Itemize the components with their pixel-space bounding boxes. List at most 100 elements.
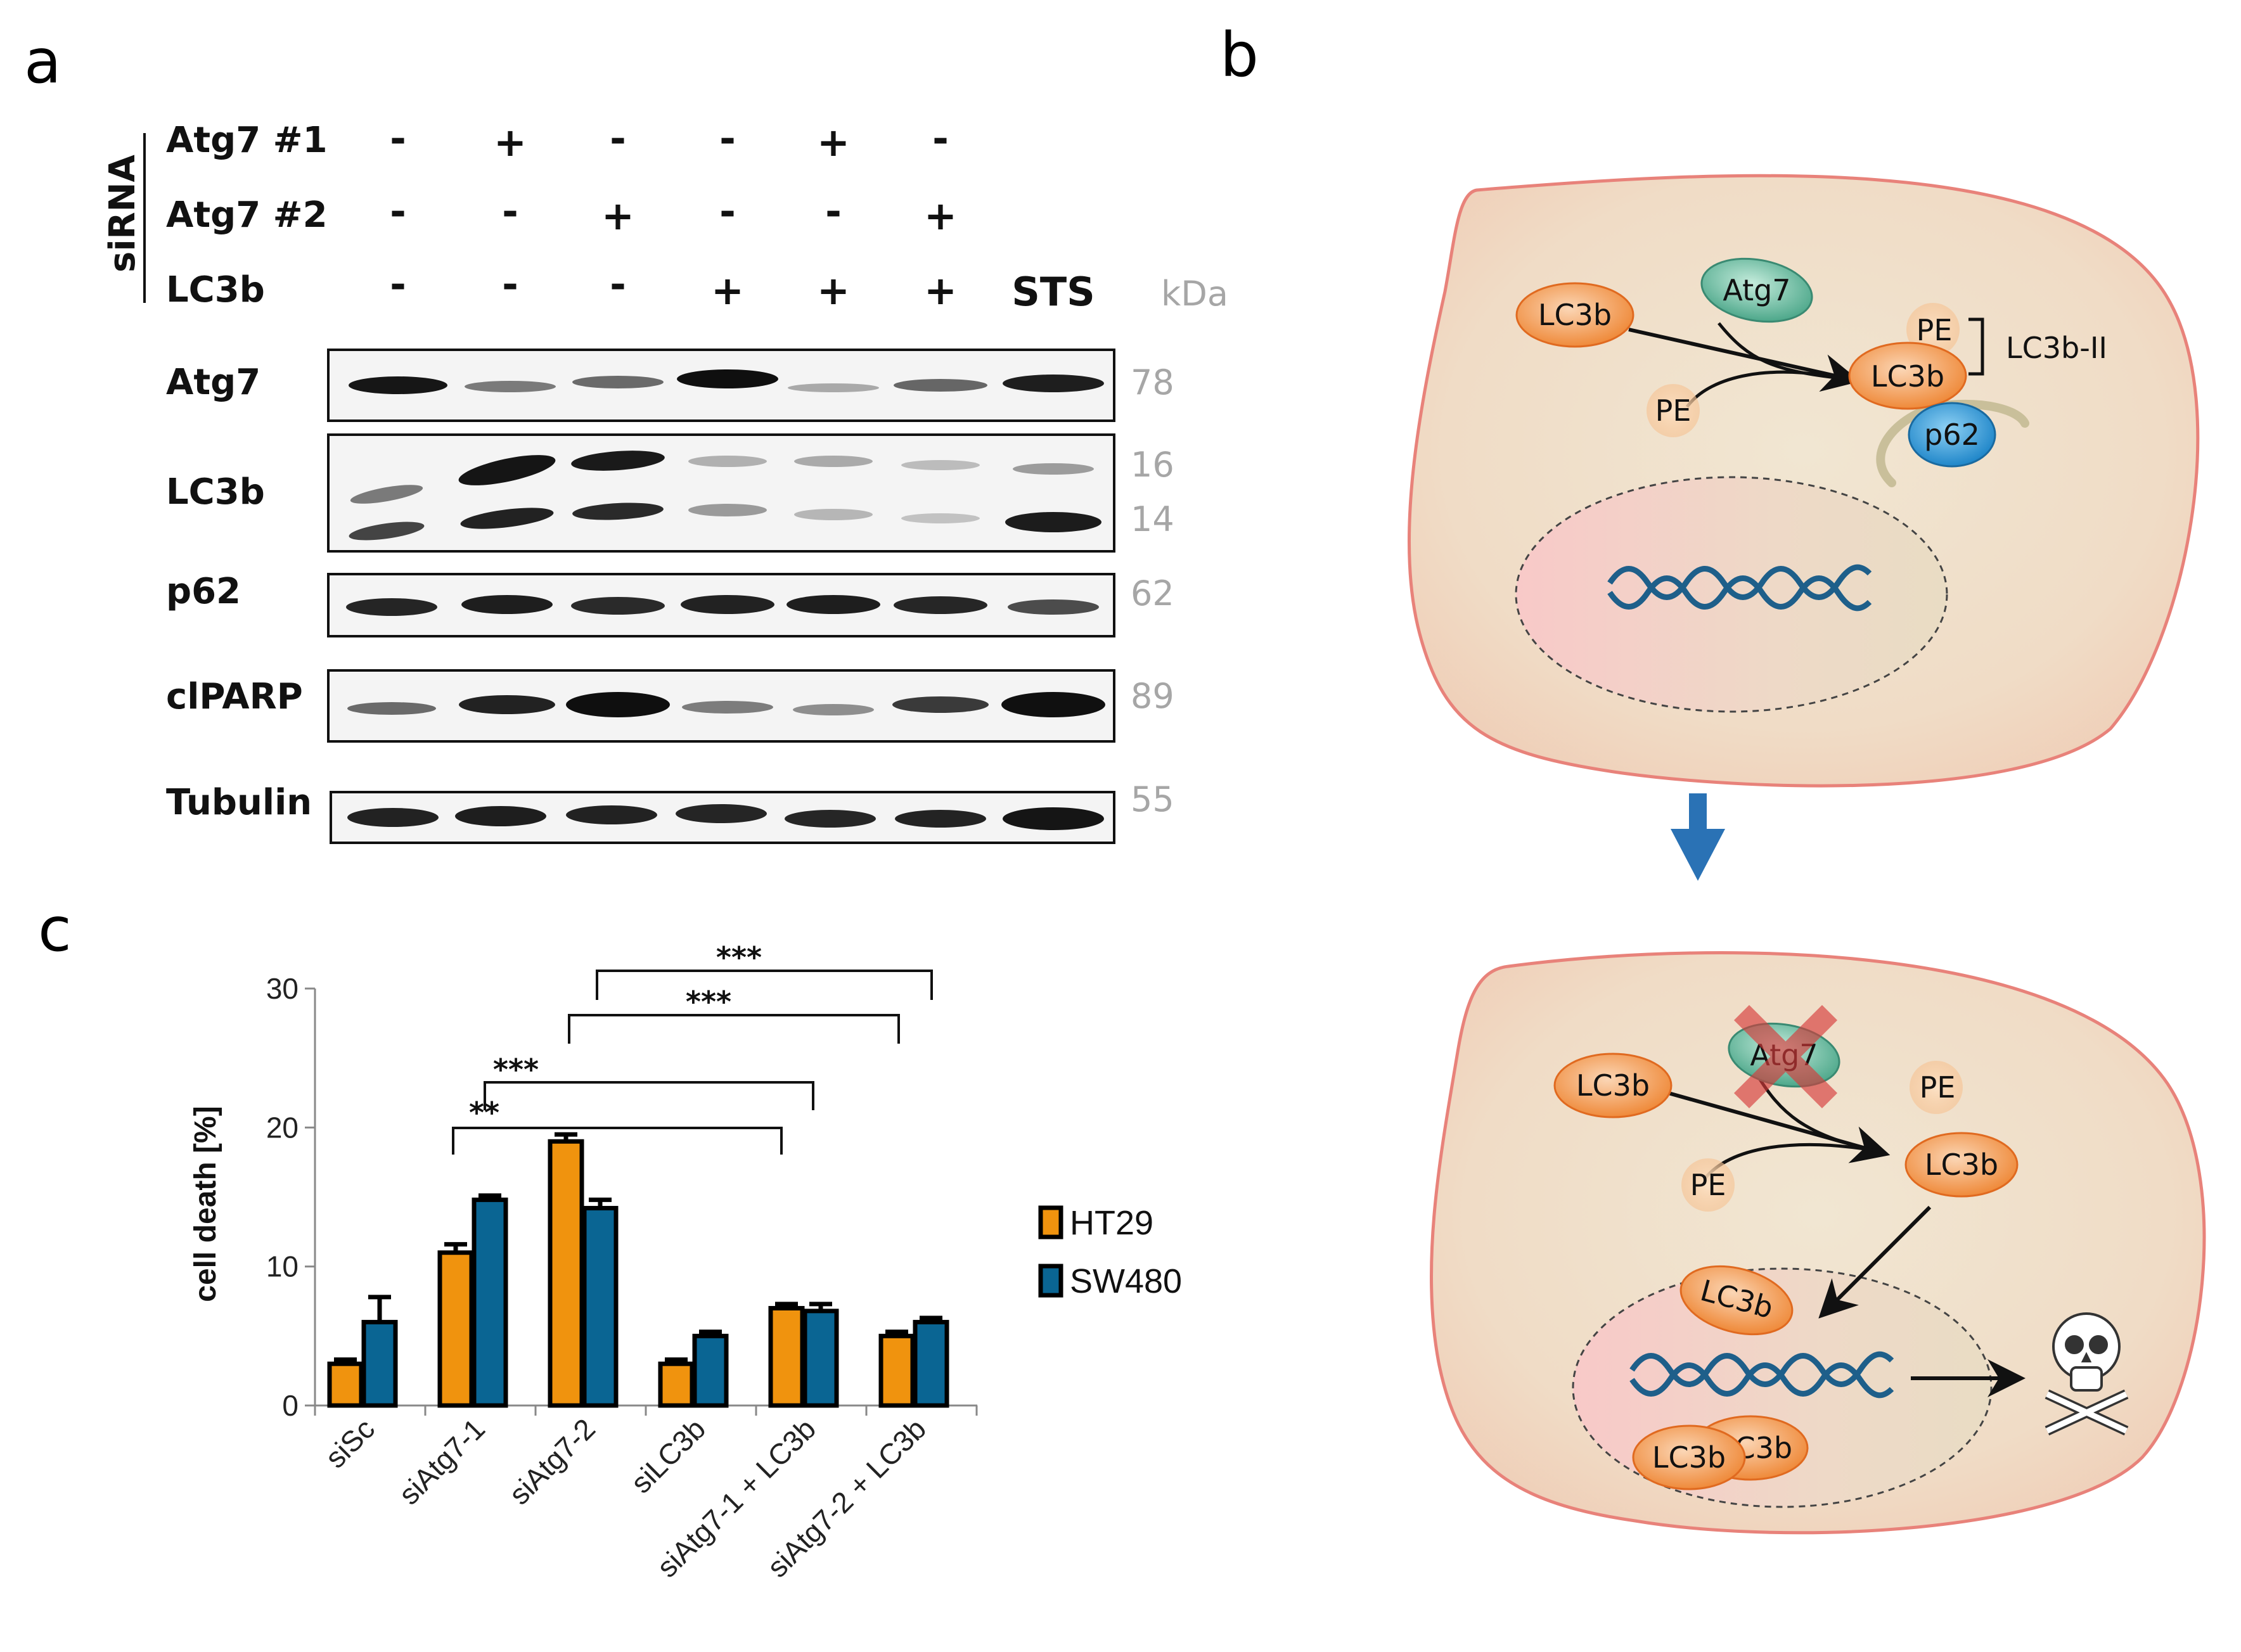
sign-atg7-1-lane2: +: [494, 119, 527, 165]
blot-label-tubulin: Tubulin: [166, 782, 312, 823]
svg-text:p62: p62: [1924, 418, 1980, 452]
dna-strand-2: [1607, 575, 1872, 611]
sign-atg7-1-lane4: -: [719, 115, 736, 162]
lc3b-molecule-bottom: LC3b: [1553, 1053, 1673, 1118]
atg7-enzyme-bottom-inhibited: Atg7: [1728, 1004, 1840, 1109]
svg-text:Atg7: Atg7: [1723, 273, 1790, 307]
inhibition-cross-icon: [1733, 1004, 1838, 1109]
svg-text:LC3b: LC3b: [1871, 359, 1944, 394]
bar-ht29: [437, 1250, 474, 1408]
blot-label-clparp: clPARP: [166, 676, 303, 717]
kda-lc3b-lower: 14: [1131, 499, 1174, 539]
x-category-label: siSc: [319, 1412, 381, 1474]
bars: [327, 1132, 949, 1408]
significance-brackets: ***********: [452, 940, 933, 1155]
sign-atg7-2-lane6: +: [924, 193, 957, 239]
sign-lc3b-lane6: +: [924, 267, 957, 314]
svg-text:PE: PE: [1917, 313, 1953, 347]
x-category-label: siAtg7-2: [503, 1412, 601, 1511]
sign-atg7-2-lane1: -: [390, 188, 406, 234]
significance-bracket: [596, 970, 933, 1000]
sign-lc3b-lane1: -: [390, 261, 406, 307]
diagram-panel: LC3b Atg7 PE PE LC3b LC3b-II p62: [1407, 174, 2206, 1535]
sign-atg7-1-lane3: -: [610, 115, 626, 162]
bar-sw480: [582, 1206, 619, 1408]
sign-lc3b-lane7-sts: STS: [1011, 269, 1095, 315]
significance-bracket: [568, 1014, 900, 1044]
bar-ht29: [878, 1333, 915, 1408]
bar-sw480: [472, 1197, 508, 1408]
bar-sw480: [913, 1319, 949, 1408]
y-tick-label: 10: [266, 1250, 299, 1283]
y-tick-label: 0: [282, 1389, 299, 1422]
significance-bracket: [452, 1127, 783, 1155]
lc3b-ii-label: LC3b-II: [2006, 331, 2107, 365]
sign-lc3b-lane3: -: [610, 261, 626, 307]
bar-ht29: [658, 1361, 695, 1408]
blot-label-atg7: Atg7: [166, 362, 260, 403]
sirna-label: siRNA: [102, 154, 143, 272]
x-category-label: siAtg7-1: [392, 1412, 491, 1511]
sign-atg7-2-lane2: -: [502, 188, 518, 234]
panel-label-b: b: [1220, 20, 1259, 91]
transition-arrow-icon: [1671, 793, 1725, 881]
blot-strip-tubulin: [330, 791, 1115, 844]
svg-text:LC3b: LC3b: [1652, 1440, 1726, 1475]
top-arrow-main: [1628, 328, 1861, 392]
lc3b-nuclear-2: LC3b: [1632, 1425, 1746, 1490]
sign-lc3b-lane2: -: [502, 261, 518, 307]
blot-strip-atg7: [327, 349, 1115, 422]
y-axis-title: cell death [%]: [189, 1106, 222, 1302]
significance-stars: ***: [493, 1053, 539, 1087]
western-blot-panel: siRNA Atg7 #1 Atg7 #2 LC3b - + - - + - -…: [102, 115, 1228, 844]
sign-atg7-2-lane4: -: [719, 188, 736, 234]
lc3b-nuclear-1: LC3b: [1679, 1265, 1794, 1336]
chart-legend: HT29 SW480: [1038, 1204, 1182, 1300]
pe-free-top: PE: [1647, 384, 1700, 437]
svg-text:PE: PE: [1655, 394, 1692, 428]
lc3b-ii-bracket: [1968, 317, 1984, 376]
bar-ht29: [548, 1139, 584, 1408]
panel-label-c: c: [38, 894, 72, 965]
sign-lc3b-lane4: +: [711, 267, 744, 314]
kda-p62: 62: [1131, 573, 1174, 613]
sign-atg7-1-lane5: +: [817, 119, 850, 165]
bar-ht29: [327, 1361, 364, 1408]
svg-text:LC3b: LC3b: [1576, 1068, 1650, 1103]
legend-label-sw480: SW480: [1070, 1262, 1182, 1300]
bar-sw480: [802, 1309, 839, 1408]
bar-ht29: [768, 1305, 805, 1408]
blot-strip-clparp: [327, 669, 1115, 743]
lc3b-conjugated-top: LC3b: [1848, 342, 1967, 410]
legend-swatch-ht29: [1038, 1205, 1063, 1239]
sign-atg7-1-lane6: -: [932, 115, 949, 162]
kda-clparp: 89: [1131, 676, 1174, 716]
significance-bracket: [484, 1081, 814, 1110]
skull-crossbones-icon: [2045, 1312, 2129, 1436]
top-arrow-pe-curve: [1685, 370, 1842, 408]
blot-label-p62: p62: [166, 571, 241, 612]
pe-free-bottom: PE: [1681, 1158, 1735, 1212]
kda-header: kDa: [1161, 274, 1228, 314]
bar-sw480: [692, 1333, 729, 1408]
y-tick-label: 30: [266, 972, 299, 1005]
p62-protein-top: p62: [1908, 402, 1996, 468]
bar-sw480: [361, 1319, 398, 1408]
condition-label-lc3b: LC3b: [166, 269, 265, 311]
lc3b-molecule-top: LC3b: [1515, 282, 1634, 348]
blot-label-lc3b: LC3b: [166, 471, 265, 513]
kda-atg7: 78: [1131, 362, 1174, 402]
sign-atg7-2-lane5: -: [825, 188, 842, 234]
bottom-arrow-nuclear: [1818, 1205, 1932, 1319]
svg-text:PE: PE: [1920, 1070, 1956, 1105]
x-category-label: siLC3b: [624, 1412, 712, 1499]
svg-text:LC3b: LC3b: [1925, 1148, 1998, 1182]
atg7-enzyme-top: Atg7: [1700, 257, 1813, 323]
panel-label-a: a: [24, 26, 61, 97]
svg-text:LC3b: LC3b: [1538, 298, 1612, 332]
sign-atg7-2-lane3: +: [601, 193, 634, 239]
